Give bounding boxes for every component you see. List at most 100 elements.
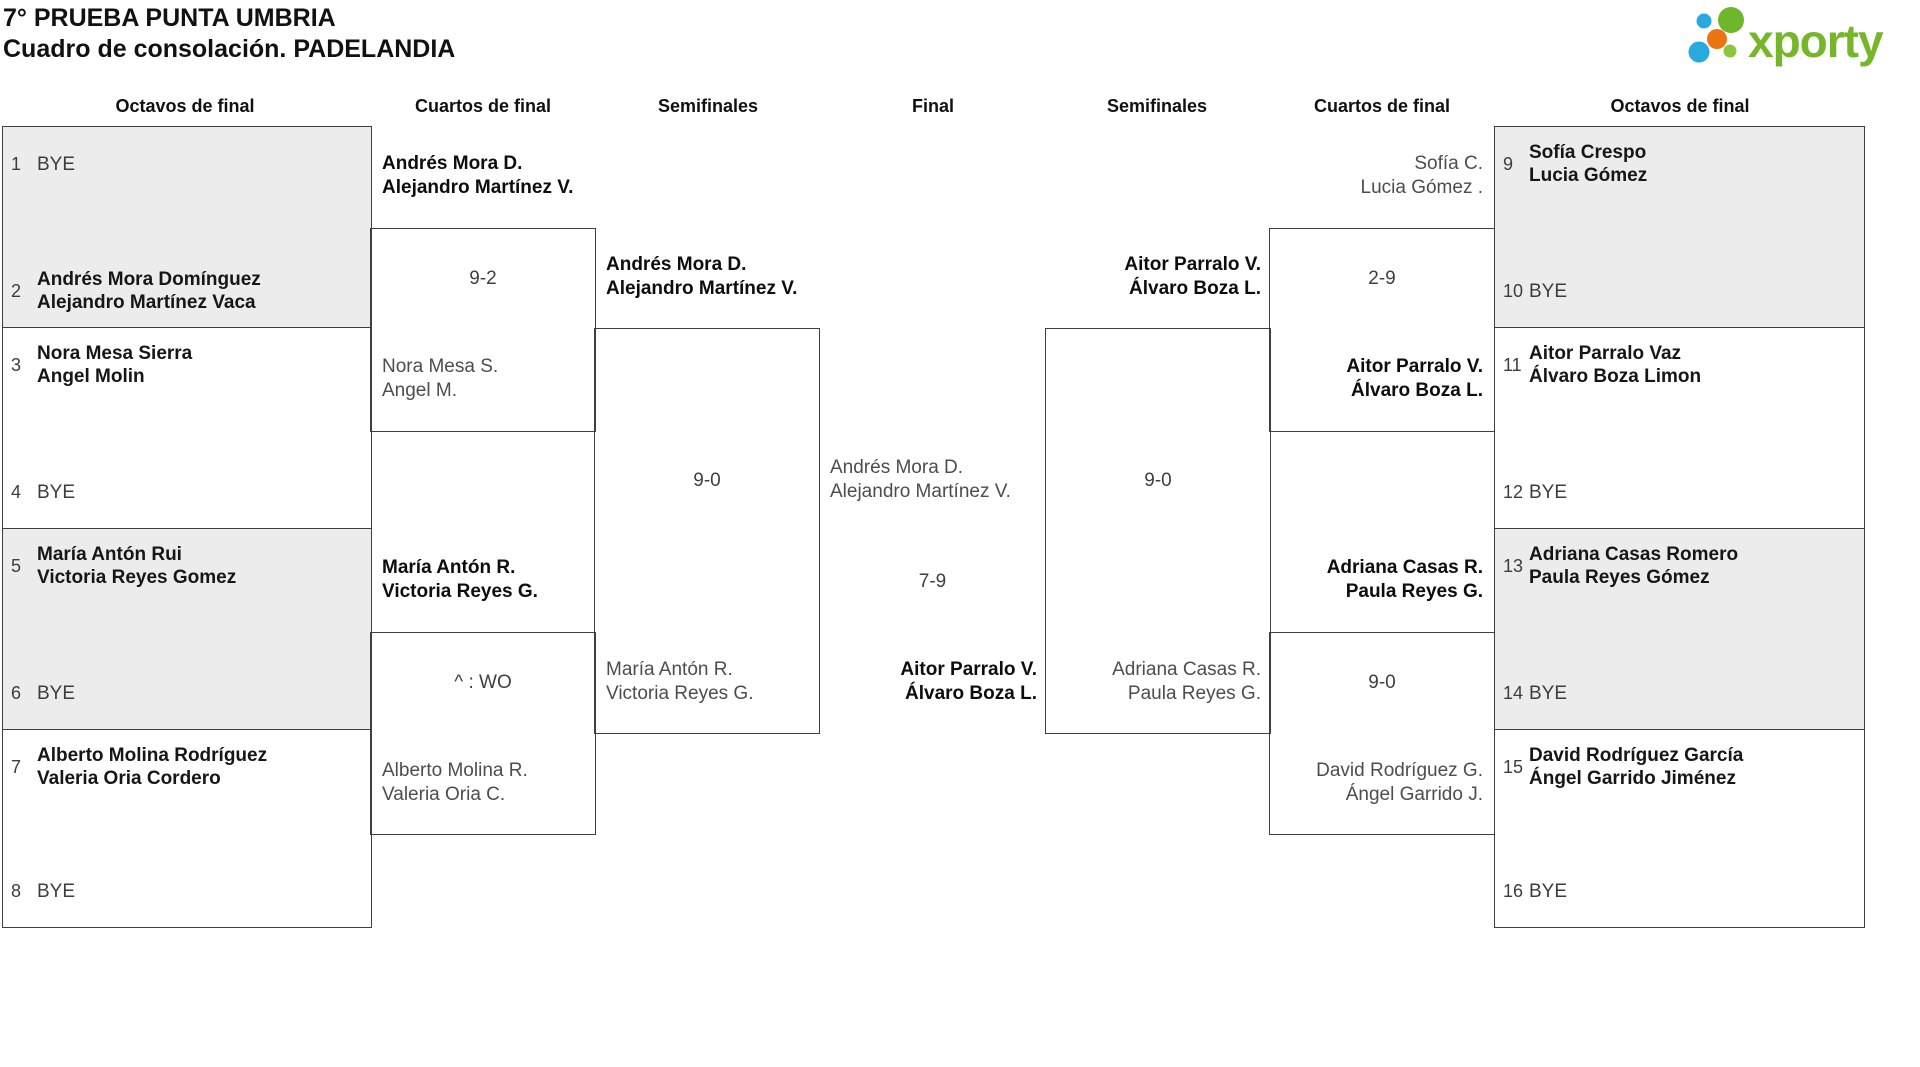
round-header-semis-left: Semifinales bbox=[657, 96, 759, 116]
qf-left-bottom-loser: Alberto Molina R.Valeria Oria C. bbox=[382, 760, 528, 805]
sf-left-loser: María Antón R.Victoria Reyes G. bbox=[606, 659, 754, 704]
seed-number: 5 bbox=[11, 555, 22, 576]
seed-entry-1[interactable]: 1 BYE bbox=[11, 141, 365, 187]
final-winner: Aitor Parralo V.Álvaro Boza L. bbox=[900, 659, 1037, 704]
xporty-logo[interactable]: xporty bbox=[1688, 0, 1914, 74]
seed-entry-10[interactable]: 10 BYE bbox=[1503, 268, 1858, 314]
qf-right-top-winner: Aitor Parralo V.Álvaro Boza L. bbox=[1346, 356, 1483, 401]
qf-right-top-loser: Sofía C.Lucia Gómez . bbox=[1360, 153, 1484, 198]
tournament-title: 7° PRUEBA PUNTA UMBRIA bbox=[3, 4, 336, 32]
seed-number: 11 bbox=[1503, 354, 1522, 375]
round-header-octavos-left: Octavos de final bbox=[115, 96, 255, 116]
logo-wordmark: xporty bbox=[1748, 15, 1884, 67]
sf-left-score: 9-0 bbox=[693, 470, 721, 491]
qf-right-bottom-winner: Adriana Casas R.Paula Reyes G. bbox=[1326, 557, 1483, 602]
player-names: BYE bbox=[37, 682, 76, 704]
seed-number: 8 bbox=[11, 880, 22, 901]
logo-dot-blue-small bbox=[1696, 13, 1712, 29]
final-score: 7-9 bbox=[918, 571, 947, 592]
player-names: BYE bbox=[1529, 280, 1568, 302]
player-names: BYE bbox=[1529, 481, 1568, 503]
bracket-subtitle: Cuadro de consolación. PADELANDIA bbox=[3, 35, 456, 63]
qf-left-top-loser: Nora Mesa S.Angel M. bbox=[382, 356, 499, 401]
sf-right-winner: Aitor Parralo V.Álvaro Boza L. bbox=[1124, 254, 1261, 299]
seed-number: 14 bbox=[1503, 682, 1524, 703]
logo-dot-green-large bbox=[1718, 7, 1744, 33]
sf-right-score: 9-0 bbox=[1144, 470, 1172, 491]
match-box-qf-right-bottom[interactable] bbox=[1269, 632, 1495, 835]
player-names: BYE bbox=[37, 481, 76, 503]
seed-number: 7 bbox=[11, 756, 22, 777]
round-header-semis-right: Semifinales bbox=[1106, 96, 1208, 116]
logo-dot-blue-large bbox=[1688, 41, 1710, 63]
sf-right-loser: Adriana Casas R.Paula Reyes G. bbox=[1112, 659, 1261, 704]
seed-number: 4 bbox=[11, 481, 22, 502]
round-header-final: Final bbox=[911, 96, 954, 116]
round-header-octavos-right: Octavos de final bbox=[1610, 96, 1750, 116]
seed-number: 1 bbox=[11, 153, 22, 174]
seed-number: 12 bbox=[1503, 481, 1524, 502]
seed-number: 2 bbox=[11, 280, 22, 301]
qf-right-top-score: 2-9 bbox=[1368, 268, 1396, 289]
player-names: BYE bbox=[37, 153, 76, 175]
seed-number: 6 bbox=[11, 682, 22, 703]
seed-entry-12[interactable]: 12 BYE bbox=[1503, 469, 1858, 515]
seed-number: 10 bbox=[1503, 280, 1524, 301]
qf-left-bottom-score: ^ : WO bbox=[454, 672, 512, 693]
seed-number: 15 bbox=[1503, 756, 1524, 777]
qf-left-top-score: 9-2 bbox=[469, 268, 497, 289]
seed-number: 16 bbox=[1503, 880, 1524, 901]
seed-entry-4[interactable]: 4 BYE bbox=[11, 469, 365, 515]
player-names: BYE bbox=[1529, 682, 1568, 704]
seed-entry-6[interactable]: 6 BYE bbox=[11, 670, 365, 716]
final-top-team: Andrés Mora D.Alejandro Martínez V. bbox=[830, 457, 1011, 502]
qf-left-bottom-winner: María Antón R.Victoria Reyes G. bbox=[382, 557, 538, 602]
match-box-sf-left[interactable] bbox=[594, 328, 820, 734]
logo-dot-green-small bbox=[1723, 44, 1737, 58]
seed-number: 9 bbox=[1503, 153, 1514, 174]
xporty-logo-graphic: xporty bbox=[1688, 7, 1885, 67]
page-title: 7° PRUEBA PUNTA UMBRIA Cuadro de consola… bbox=[3, 3, 455, 65]
seed-number: 13 bbox=[1503, 555, 1524, 576]
seed-entry-14[interactable]: 14 BYE bbox=[1503, 670, 1858, 716]
round-header-cuartos-left: Cuartos de final bbox=[414, 96, 552, 116]
qf-left-top-winner: Andrés Mora D.Alejandro Martínez V. bbox=[382, 153, 574, 198]
seed-number: 3 bbox=[11, 354, 22, 375]
seed-entry-16[interactable]: 16 BYE bbox=[1503, 868, 1858, 914]
qf-right-bottom-score: 9-0 bbox=[1368, 672, 1396, 693]
round-header-cuartos-right: Cuartos de final bbox=[1313, 96, 1451, 116]
player-names: BYE bbox=[1529, 880, 1568, 902]
sf-left-winner: Andrés Mora D.Alejandro Martínez V. bbox=[606, 254, 798, 299]
match-box-qf-right-top[interactable] bbox=[1269, 228, 1495, 432]
logo-dot-orange bbox=[1707, 29, 1727, 49]
player-names: BYE bbox=[37, 880, 76, 902]
seed-entry-8[interactable]: 8 BYE bbox=[11, 868, 365, 914]
match-box-sf-right[interactable] bbox=[1045, 328, 1271, 734]
match-box-qf-left-top[interactable] bbox=[370, 228, 596, 432]
qf-right-bottom-loser: David Rodríguez G.Ángel Garrido J. bbox=[1316, 760, 1483, 805]
